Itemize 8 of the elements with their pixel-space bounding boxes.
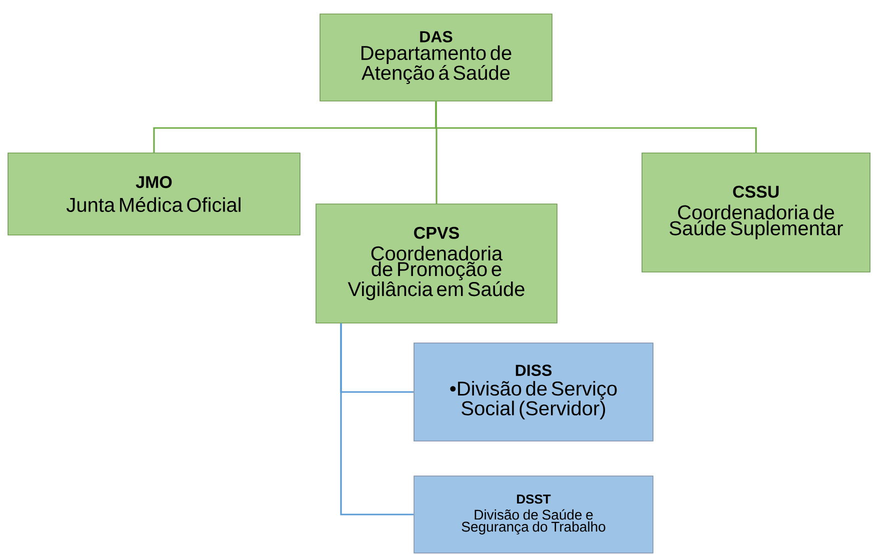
- org-box: DAS Departamento de Atenção á Saúde: [320, 14, 552, 102]
- connector-line: [435, 101, 757, 153]
- org-box: CPVS Coordenadoria de Promoção e Vigilância em Saúde: [316, 204, 558, 324]
- connector-line: [340, 323, 414, 516]
- org-box: CSSU Coordenadoria de Saúde Suplementar: [642, 152, 870, 272]
- org-box: DISS •Divisão de Serviço Social (Servidor): [414, 342, 654, 442]
- org-box: JMO Junta Médica Oficial: [8, 152, 300, 236]
- org-box: DSST Divisão de Saúde e Segurança do Trabalho: [414, 476, 654, 554]
